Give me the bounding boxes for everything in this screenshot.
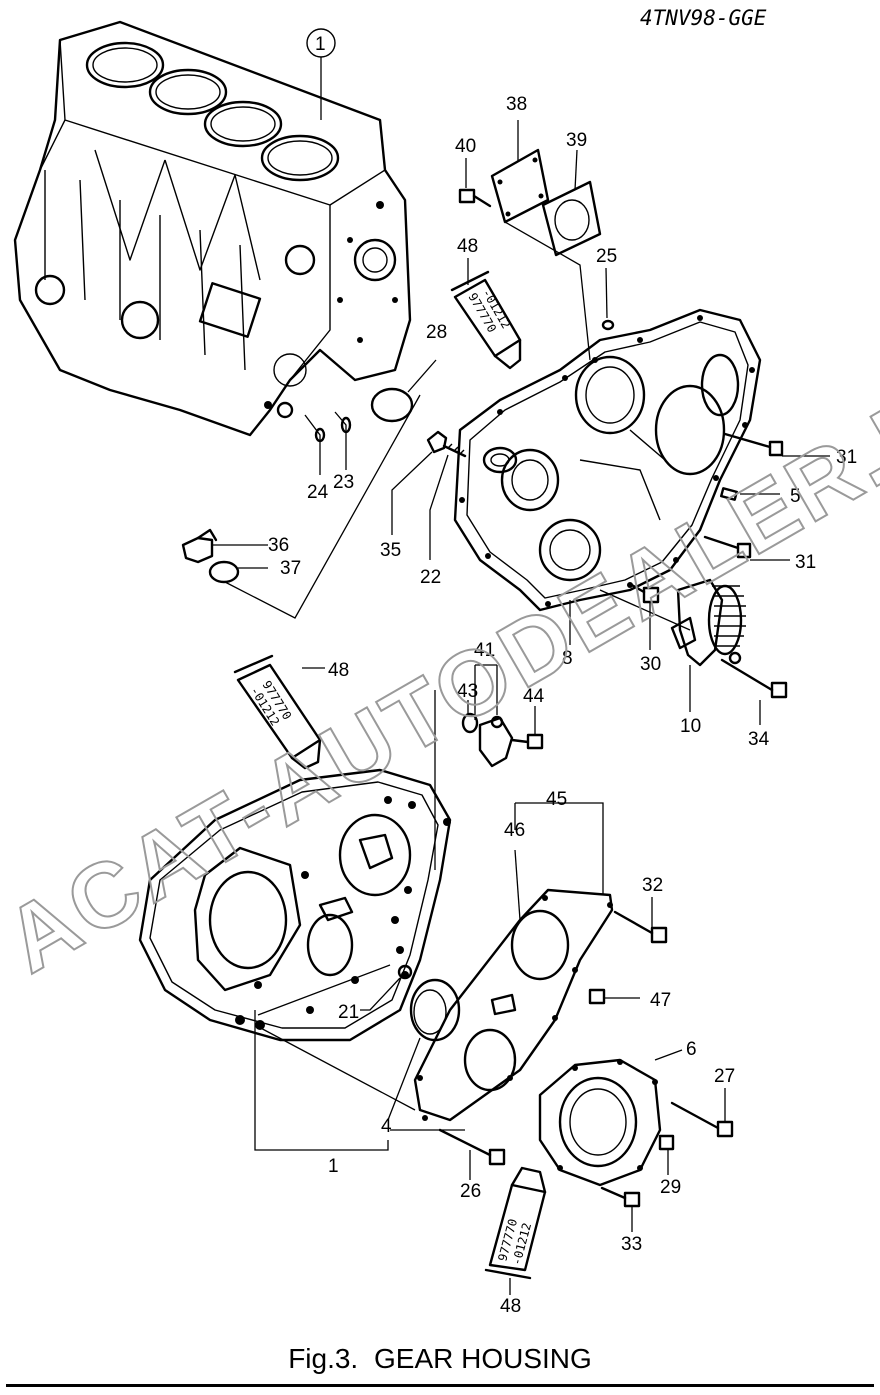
bolt-27: [670, 1088, 734, 1138]
callout-41: 41: [474, 640, 495, 661]
callout-48b: 48: [328, 660, 349, 681]
bolt-32: [613, 897, 668, 944]
callout-22: 22: [420, 567, 441, 588]
callout-37: 37: [280, 558, 301, 579]
bolt-29: [658, 1134, 675, 1175]
svg-text:1: 1: [315, 34, 326, 55]
callout-1: 1: [328, 1156, 339, 1177]
callout-21: 21: [338, 1002, 359, 1023]
part-1-bracket: [254, 964, 465, 1151]
bolt-47: [588, 988, 640, 1005]
callout-32: 32: [642, 875, 663, 896]
o-ring-23-24: [304, 411, 352, 475]
bolt-26: [438, 1128, 506, 1180]
oil-seal-4: [387, 978, 461, 1121]
nut-21: [360, 964, 413, 1011]
callout-4: 4: [381, 1116, 392, 1137]
callout-33: 33: [621, 1234, 642, 1255]
callout-34: 34: [748, 729, 770, 750]
bolt-44: [510, 706, 544, 750]
callout-48a: 48: [457, 236, 478, 257]
dowel-pin-5: [720, 487, 780, 501]
callout-44: 44: [523, 686, 545, 707]
cover-plate-38: [490, 120, 550, 224]
callout-35: 35: [380, 540, 401, 561]
bolt-40: [458, 158, 492, 208]
callout-40: 40: [455, 136, 476, 157]
callout-30: 30: [640, 654, 661, 675]
bolt-33: [600, 1186, 641, 1232]
callout-6: 6: [686, 1039, 697, 1060]
callout-31a: 31: [836, 447, 857, 468]
bolt-30: [628, 582, 660, 650]
callout-46: 46: [504, 820, 525, 841]
figure-number: Fig.3.: [288, 1343, 359, 1374]
sealant-tube-48a: 977770 -01212: [450, 258, 522, 370]
callout-48c: 48: [500, 1296, 521, 1317]
callout-31b: 31: [795, 552, 816, 573]
callout-1-circled: 1: [306, 28, 336, 120]
callout-43: 43: [457, 681, 478, 702]
sensor-41: [474, 664, 514, 768]
bolt-31b: [703, 535, 790, 561]
figure-caption: Fig.3. GEAR HOUSING: [0, 1343, 880, 1375]
oil-pump-10: [599, 578, 746, 712]
callout-23: 23: [333, 472, 354, 493]
gear-case-8: [453, 308, 762, 645]
bottom-border: [6, 1384, 874, 1387]
stud-22: [429, 443, 467, 560]
watermark: ACAT-AUTODEALER.RU: [0, 332, 880, 993]
callout-24: 24: [307, 482, 329, 503]
sealant-tube-48c: 977770 -01212: [484, 1166, 547, 1295]
callout-36: 36: [268, 535, 289, 556]
cylinder-block: [13, 20, 412, 437]
callout-39: 39: [566, 130, 587, 151]
callout-28: 28: [426, 322, 447, 343]
bolt-31a: [723, 432, 830, 457]
callout-26: 26: [460, 1181, 481, 1202]
gasket-46: [413, 802, 614, 1122]
callout-29: 29: [660, 1177, 681, 1198]
callout-45: 45: [546, 789, 567, 810]
o-ring-28: [370, 359, 437, 423]
callout-25: 25: [596, 246, 617, 267]
filler-cap-36: [181, 528, 268, 564]
figure-title: GEAR HOUSING: [374, 1343, 592, 1374]
callout-5: 5: [790, 486, 801, 507]
seal-ring-gear-case: [482, 446, 518, 474]
callout-47: 47: [650, 990, 671, 1011]
callout-labels: 38 39 40 48 25 28 24 23 31 5 35 22 36 37…: [268, 94, 857, 1317]
front-gear-cover: [138, 690, 452, 1042]
callout-27: 27: [714, 1066, 735, 1087]
o-ring-25: [601, 267, 615, 331]
nut-35: [391, 430, 448, 535]
callout-8: 8: [562, 648, 573, 669]
svg-text:ACAT-AUTODEALER.RU: ACAT-AUTODEALER.RU: [0, 333, 880, 992]
callout-10: 10: [680, 716, 701, 737]
o-ring-43: [461, 700, 479, 734]
o-ring-37: [208, 394, 421, 619]
cover-6: [538, 1049, 683, 1187]
bolt-34: [720, 658, 788, 725]
callout-38: 38: [506, 94, 527, 115]
gasket-39: [504, 149, 602, 361]
model-code-label: 4TNV98-GGE: [640, 6, 767, 30]
